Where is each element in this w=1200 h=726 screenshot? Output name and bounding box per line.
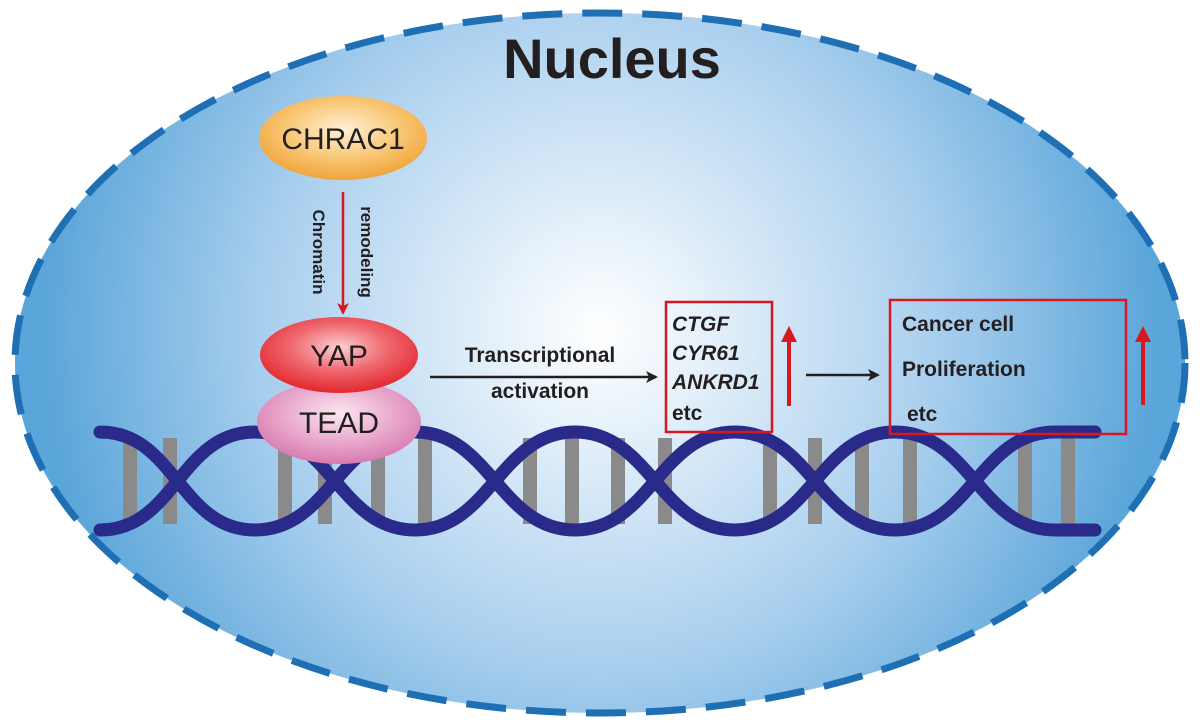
dna-base-pair xyxy=(855,438,869,524)
gene-upregulation-arrowhead xyxy=(781,326,797,342)
tead-node: TEAD xyxy=(257,380,421,464)
dna-base-pair xyxy=(523,438,537,524)
dna-base-pair xyxy=(418,438,432,524)
dna-base-pair xyxy=(1061,438,1075,524)
target-genes-box: CTGF CYR61 ANKRD1 etc xyxy=(664,300,774,434)
outcome-upregulation-arrowhead xyxy=(1135,326,1151,342)
chrac1-node: CHRAC1 xyxy=(259,96,427,180)
nucleus-membrane xyxy=(11,9,1189,717)
outcome-cancer-cell: Cancer cell xyxy=(902,313,1014,336)
gene-cyr61: CYR61 xyxy=(672,342,740,365)
gene-etc: etc xyxy=(672,402,703,425)
dna-base-pair xyxy=(903,438,917,524)
transcriptional-label: Transcriptional xyxy=(465,344,616,367)
dna-strand-1 xyxy=(93,425,1102,537)
dna-base-pair xyxy=(123,438,137,524)
yap-node: YAP xyxy=(260,317,418,393)
dna-base-pair xyxy=(611,438,625,524)
tead-label: TEAD xyxy=(299,407,379,440)
activation-label: activation xyxy=(491,380,589,403)
chromatin-label: Chromatin xyxy=(309,210,328,295)
gene-ankrd1: ANKRD1 xyxy=(671,371,760,394)
outcome-proliferation: Proliferation xyxy=(902,358,1026,381)
nucleus-title: Nucleus xyxy=(503,27,721,90)
yap-label: YAP xyxy=(310,340,368,373)
dna-base-pair xyxy=(1018,438,1032,524)
chrac1-label: CHRAC1 xyxy=(281,123,404,156)
remodeling-label: remodeling xyxy=(357,206,376,298)
dna-base-pair xyxy=(763,438,777,524)
outcome-box: Cancer cell Proliferation etc xyxy=(888,298,1128,436)
outcome-etc: etc xyxy=(907,403,938,426)
dna-base-pair xyxy=(565,438,579,524)
dna-rungs xyxy=(123,438,1075,524)
dna-base-pair xyxy=(278,438,292,524)
gene-ctgf: CTGF xyxy=(672,313,730,336)
